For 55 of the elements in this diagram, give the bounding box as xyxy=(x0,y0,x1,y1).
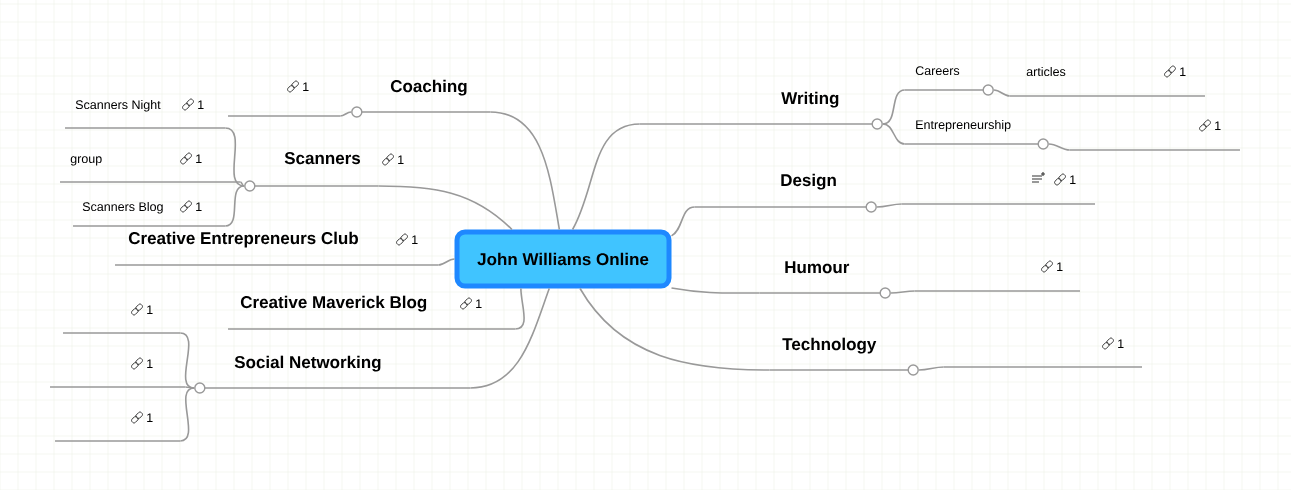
link-count: 1 xyxy=(1118,339,1124,348)
link-count: 1 xyxy=(1057,262,1063,271)
link-count: 1 xyxy=(196,202,202,211)
branch-connector xyxy=(377,185,513,231)
branch-connector xyxy=(882,89,906,125)
branch-connector xyxy=(469,287,551,389)
topic-label: Writing xyxy=(640,91,883,130)
branch-line xyxy=(50,386,185,388)
topic-label: Coaching xyxy=(351,79,490,118)
branch-label: Entrepreneurship xyxy=(905,119,1049,150)
central-topic-box: John Williams Online xyxy=(454,229,672,289)
branch-connector xyxy=(239,181,245,187)
branch-line xyxy=(63,332,180,334)
branch-connector xyxy=(1048,143,1071,151)
link-count: 1 xyxy=(1215,121,1221,130)
branch-connector xyxy=(890,290,916,294)
branch-connector xyxy=(339,111,352,117)
topic-label: Design xyxy=(695,173,877,213)
link-count: 1 xyxy=(147,305,153,314)
branch-connector xyxy=(579,287,771,371)
branch-line xyxy=(944,366,1142,368)
branch-connector xyxy=(993,89,1011,97)
link-count: 1 xyxy=(303,82,309,91)
branch-connector xyxy=(670,206,696,237)
branch-line xyxy=(228,115,340,117)
branch-line xyxy=(902,203,1095,205)
link-count: 1 xyxy=(147,359,153,368)
topic-label: Technology xyxy=(770,337,919,376)
branch-connector xyxy=(224,185,245,227)
branch-label: Careers xyxy=(905,66,994,96)
topic-label: Social Networking xyxy=(194,355,470,394)
branch-connector xyxy=(670,287,761,294)
link-count: 1 xyxy=(147,413,153,422)
link-count: 1 xyxy=(398,155,404,164)
branch-line xyxy=(55,440,180,442)
link-count: 1 xyxy=(196,154,202,163)
branch-connector xyxy=(224,127,245,187)
branch-connector xyxy=(437,258,456,266)
link-count: 1 xyxy=(1070,175,1076,184)
branch-connector xyxy=(876,203,903,208)
branch-connector xyxy=(184,386,195,389)
branch-connector xyxy=(571,123,641,231)
link-count: 1 xyxy=(412,235,418,244)
branch-connector xyxy=(179,387,195,442)
link-count: 1 xyxy=(476,299,482,308)
link-count: 1 xyxy=(198,100,204,109)
topic-label: Scanners xyxy=(244,152,378,192)
branch-connector xyxy=(882,123,906,145)
branch-connector xyxy=(918,366,945,371)
branch-line xyxy=(915,290,1080,292)
topic-label: Humour xyxy=(760,261,891,299)
branch-connector xyxy=(514,287,525,330)
link-count: 1 xyxy=(1180,67,1186,76)
branch-connector xyxy=(489,111,561,231)
branch-line xyxy=(1070,149,1240,151)
